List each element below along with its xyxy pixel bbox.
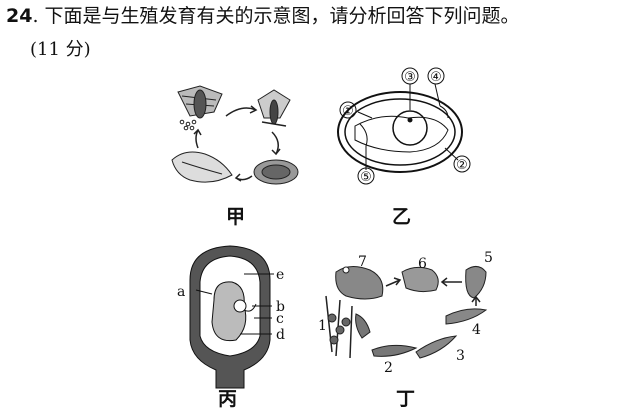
figure-bing-fetus-uterus [189, 245, 274, 389]
tadpole-illustration [415, 335, 458, 359]
egg-label-5: ⑤ [360, 170, 372, 185]
frog-stage-7: 7 [358, 254, 367, 270]
frog-stage-3: 3 [456, 348, 465, 364]
figure-ding-frog-cycle [325, 266, 488, 359]
uterus-label-a: a [177, 284, 185, 300]
figure-yi-bird-egg [337, 67, 471, 185]
uterus-label-b: b [276, 299, 285, 315]
egg-label-1: ① [342, 104, 354, 119]
frog-stage-6: 6 [418, 256, 427, 272]
frog-stage-5: 5 [484, 250, 493, 266]
frog-stage-2: 2 [384, 360, 393, 376]
uterus-label-e: e [276, 267, 284, 283]
question-score: (11 分) [30, 39, 91, 60]
caption-bing: 丙 [218, 388, 238, 410]
young-frog-illustration [401, 266, 439, 293]
adult-moth-illustration [257, 89, 291, 127]
frog-stage-1: 1 [318, 318, 327, 334]
cycle-arrow [225, 107, 257, 117]
caption-ding: 丁 [396, 388, 416, 410]
caption-yi: 乙 [392, 206, 412, 228]
adult-frog-illustration [335, 266, 384, 300]
uterus-label-c: c [276, 311, 284, 327]
young-tadpole-illustration [371, 344, 418, 357]
larva-illustration [171, 151, 233, 183]
moth-illustration [177, 85, 223, 131]
uterus-label-d: d [276, 327, 285, 343]
figure-jia-silkworm-cycle [171, 85, 299, 185]
egg-label-3: ③ [404, 70, 416, 85]
tadpole-legs-illustration [445, 308, 488, 325]
froglet-illustration [465, 266, 487, 299]
egg-label-2: ② [456, 158, 468, 173]
question-text: 24. 下面是与生殖发育有关的示意图，请分析回答下列问题。 [6, 4, 520, 28]
cocoon-illustration [253, 159, 299, 185]
caption-jia: 甲 [226, 206, 246, 228]
question-number: 24 [6, 5, 33, 27]
egg-label-4: ④ [430, 70, 442, 85]
frog-stage-4: 4 [472, 322, 481, 338]
question-body: . 下面是与生殖发育有关的示意图，请分析回答下列问题。 [32, 5, 520, 27]
